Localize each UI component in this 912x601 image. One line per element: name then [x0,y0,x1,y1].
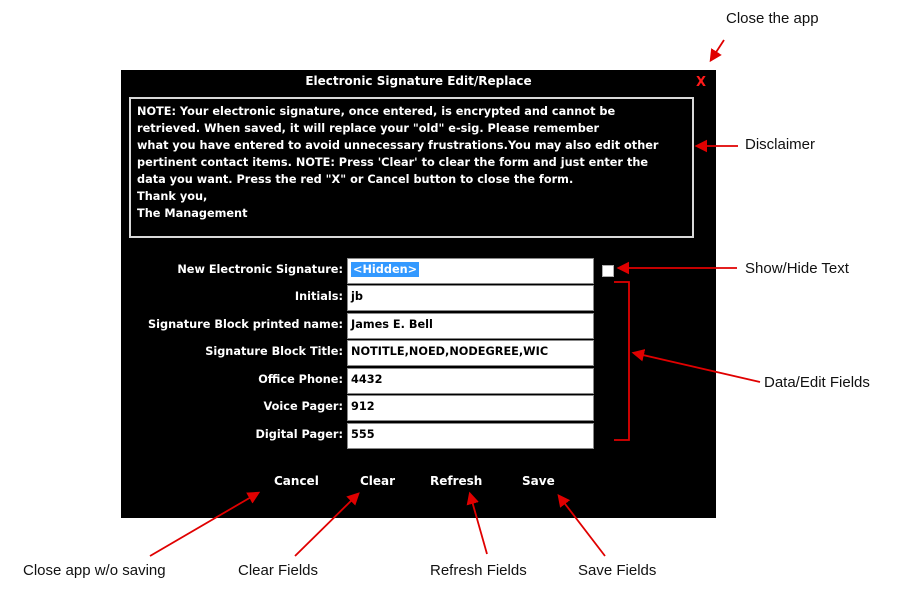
disclaimer-line: what you have entered to avoid unnecessa… [137,139,659,152]
close-icon[interactable]: X [696,75,707,90]
disclaimer-line: The Management [137,207,248,220]
disclaimer-line: retrieved. When saved, it will replace y… [137,122,600,135]
dialog-title: Electronic Signature Edit/Replace [305,74,532,88]
annotation-data-edit-fields: Data/Edit Fields [764,374,870,391]
field-row-block-title: Signature Block Title: NOTITLE,NOED,NODE… [121,340,716,367]
initials-input[interactable]: jb [347,285,594,311]
signature-label: New Electronic Signature: [177,263,343,276]
show-hide-text-checkbox[interactable] [602,265,614,277]
field-row-printed-name: Signature Block printed name: James E. B… [121,313,716,340]
field-row-signature: New Electronic Signature: <Hidden> [121,258,716,285]
disclaimer-line: Thank you, [137,190,208,203]
signature-value: <Hidden> [351,262,420,277]
initials-label: Initials: [294,290,343,303]
field-row-voice-pager: Voice Pager: 912 [121,395,716,422]
voice-pager-label: Voice Pager: [263,400,344,413]
digital-pager-input[interactable]: 555 [347,423,594,449]
field-row-digital-pager: Digital Pager: 555 [121,423,716,450]
voice-pager-input[interactable]: 912 [347,395,594,421]
disclaimer-line: data you want. Press the red "X" or Canc… [137,173,574,186]
office-phone-input[interactable]: 4432 [347,368,594,394]
annotation-refresh-fields: Refresh Fields [430,562,527,579]
signature-edit-dialog: Electronic Signature Edit/Replace X NOTE… [121,70,716,518]
disclaimer-box: NOTE: Your electronic signature, once en… [129,97,694,238]
annotation-close-without-saving: Close app w/o saving [23,562,166,579]
save-button[interactable]: Save [522,474,555,488]
refresh-button[interactable]: Refresh [430,474,483,488]
new-signature-input[interactable]: <Hidden> [347,258,594,284]
annotation-clear-fields: Clear Fields [238,562,319,579]
clear-button[interactable]: Clear [360,474,396,488]
annotation-save-fields: Save Fields [578,562,657,579]
annotation-disclaimer: Disclaimer [745,136,816,153]
disclaimer-line: NOTE: Your electronic signature, once en… [137,105,616,118]
printed-name-label: Signature Block printed name: [147,318,343,331]
field-row-office-phone: Office Phone: 4432 [121,368,716,395]
annotation-show-hide-text: Show/Hide Text [745,260,849,277]
office-phone-label: Office Phone: [258,373,343,386]
disclaimer-line: pertinent contact items. NOTE: Press 'Cl… [137,156,649,169]
arrow-close-app [709,39,725,63]
printed-name-input[interactable]: James E. Bell [347,313,594,339]
field-row-initials: Initials: jb [121,285,716,312]
digital-pager-label: Digital Pager: [255,428,343,441]
block-title-label: Signature Block Title: [205,345,343,358]
block-title-input[interactable]: NOTITLE,NOED,NODEGREE,WIC [347,340,594,366]
annotation-close-app: Close the app [726,10,819,27]
cancel-button[interactable]: Cancel [274,474,319,488]
